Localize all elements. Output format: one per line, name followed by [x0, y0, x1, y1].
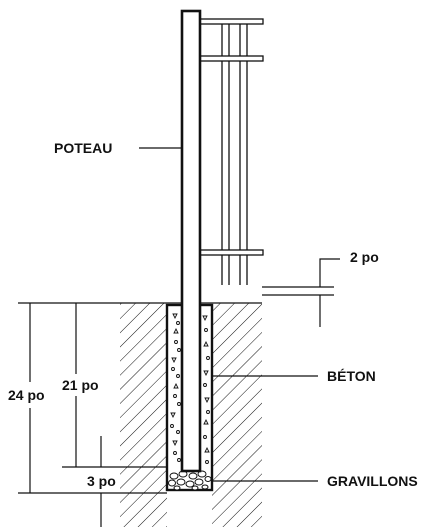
- post-label: POTEAU: [54, 140, 112, 156]
- fence-panel: [199, 18, 264, 285]
- gap-dimension: [262, 258, 340, 327]
- concrete-depth-label: 21 po: [62, 377, 99, 393]
- concrete-depth-dimension: [62, 303, 167, 468]
- concrete-label: BÉTON: [327, 368, 376, 384]
- gap-label: 2 po: [350, 249, 379, 265]
- gravel-label: GRAVILLONS: [327, 473, 418, 489]
- total-depth-dimension: [18, 303, 167, 494]
- soil-right: [212, 303, 262, 527]
- gravel-depth-label: 3 po: [87, 473, 116, 489]
- fence-post: [180, 9, 202, 473]
- concrete-aggregate: [170, 313, 210, 464]
- soil-left: [120, 303, 167, 527]
- total-depth-label: 24 po: [8, 387, 45, 403]
